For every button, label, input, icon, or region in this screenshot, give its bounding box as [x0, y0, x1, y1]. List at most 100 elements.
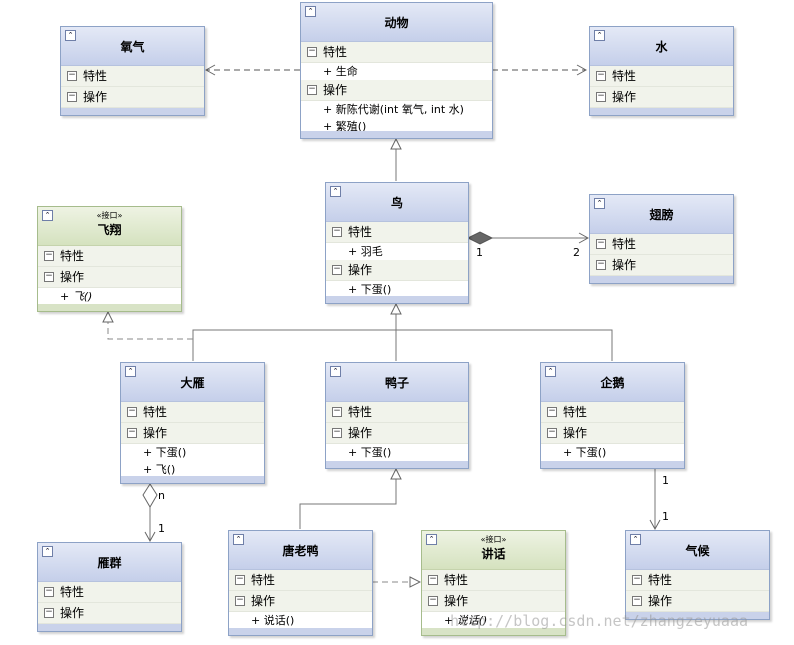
collapse-minus-icon[interactable]: −: [332, 264, 342, 275]
class-name: 企鹅: [600, 376, 625, 390]
attributes-section[interactable]: −特性: [38, 246, 181, 267]
operations-section[interactable]: −操作: [61, 87, 204, 108]
attributes-section[interactable]: −特性: [326, 402, 468, 423]
collapse-icon[interactable]: ⌃: [42, 210, 53, 221]
multiplicity-goose-end: n: [158, 489, 165, 502]
class-flock[interactable]: ⌃ 雁群 −特性 −操作: [37, 542, 182, 632]
attributes-section[interactable]: −特性: [38, 582, 181, 603]
interface-fly[interactable]: ⌃«接口»飞翔 −特性 −操作 + 飞(): [37, 206, 182, 312]
operations-section[interactable]: −操作: [326, 260, 468, 281]
attributes-section[interactable]: −特性: [61, 66, 204, 87]
collapse-minus-icon[interactable]: −: [44, 271, 54, 282]
collapse-minus-icon[interactable]: −: [596, 91, 606, 102]
collapse-minus-icon[interactable]: −: [547, 406, 557, 417]
attributes-section[interactable]: −特性: [422, 570, 565, 591]
operations-section[interactable]: −操作: [541, 423, 684, 444]
collapse-minus-icon[interactable]: −: [428, 574, 438, 585]
operation-item[interactable]: + 下蛋(): [326, 281, 468, 298]
class-water[interactable]: ⌃水 −特性 −操作: [589, 26, 734, 116]
interface-speak[interactable]: ⌃«接口»讲话 −特性 −操作 + 说话(): [421, 530, 566, 636]
collapse-icon[interactable]: ⌃: [65, 30, 76, 41]
class-duck[interactable]: ⌃鸭子 −特性 −操作 + 下蛋(): [325, 362, 469, 469]
collapse-minus-icon[interactable]: −: [596, 238, 606, 249]
attributes-section[interactable]: −特性: [301, 42, 492, 63]
class-oxygen[interactable]: ⌃氧气 −特性 −操作: [60, 26, 205, 116]
class-goose[interactable]: ⌃大雁 −特性 −操作 + 下蛋() + 飞(): [120, 362, 265, 484]
collapse-icon[interactable]: ⌃: [545, 366, 556, 377]
class-name: 翅膀: [649, 208, 674, 222]
class-name: 气候: [685, 544, 710, 558]
collapse-minus-icon[interactable]: −: [67, 70, 77, 81]
operations-section[interactable]: −操作: [626, 591, 769, 612]
collapse-minus-icon[interactable]: −: [332, 406, 342, 417]
collapse-icon[interactable]: ⌃: [42, 546, 53, 557]
collapse-minus-icon[interactable]: −: [235, 595, 245, 606]
collapse-minus-icon[interactable]: −: [596, 70, 606, 81]
collapse-minus-icon[interactable]: −: [235, 574, 245, 585]
collapse-minus-icon[interactable]: −: [632, 595, 642, 606]
attributes-section[interactable]: −特性: [626, 570, 769, 591]
class-animal[interactable]: ⌃动物 −特性 + 生命 −操作 + 新陈代谢(int 氧气, int 水) +…: [300, 2, 493, 139]
collapse-icon[interactable]: ⌃: [233, 534, 244, 545]
operations-section[interactable]: −操作: [422, 591, 565, 612]
attributes-section[interactable]: −特性: [121, 402, 264, 423]
collapse-minus-icon[interactable]: −: [44, 607, 54, 618]
class-bird[interactable]: ⌃鸟 −特性 + 羽毛 −操作 + 下蛋(): [325, 182, 469, 304]
operations-section[interactable]: −操作: [38, 267, 181, 288]
operations-section[interactable]: −操作: [326, 423, 468, 444]
collapse-minus-icon[interactable]: −: [332, 226, 342, 237]
collapse-icon[interactable]: ⌃: [330, 366, 341, 377]
operation-item[interactable]: + 说话(): [422, 612, 565, 629]
collapse-minus-icon[interactable]: −: [307, 84, 317, 95]
operations-section[interactable]: −操作: [590, 87, 733, 108]
collapse-minus-icon[interactable]: −: [67, 91, 77, 102]
realization-goose-fly: [108, 312, 193, 340]
class-penguin[interactable]: ⌃ 企鹅 −特性 −操作 + 下蛋(): [540, 362, 685, 469]
collapse-minus-icon[interactable]: −: [547, 427, 557, 438]
attributes-section[interactable]: −特性: [326, 222, 468, 243]
collapse-minus-icon[interactable]: −: [596, 259, 606, 270]
operations-section[interactable]: −操作: [301, 80, 492, 101]
collapse-icon[interactable]: ⌃: [305, 6, 316, 17]
collapse-icon[interactable]: ⌃: [426, 534, 437, 545]
collapse-minus-icon[interactable]: −: [428, 595, 438, 606]
collapse-minus-icon[interactable]: −: [127, 427, 137, 438]
operations-section[interactable]: −操作: [38, 603, 181, 624]
attributes-section[interactable]: −特性: [590, 234, 733, 255]
class-climate[interactable]: ⌃ 气候 −特性 −操作: [625, 530, 770, 620]
operation-item[interactable]: + 飞(): [121, 461, 264, 478]
collapse-icon[interactable]: ⌃: [330, 186, 341, 197]
class-name: 讲话: [481, 547, 506, 561]
operation-item[interactable]: + 说话(): [229, 612, 372, 629]
operation-item[interactable]: + 繁殖(): [301, 118, 492, 135]
operation-item[interactable]: + 飞(): [38, 288, 181, 305]
collapse-icon[interactable]: ⌃: [594, 30, 605, 41]
collapse-minus-icon[interactable]: −: [44, 586, 54, 597]
collapse-minus-icon[interactable]: −: [307, 46, 317, 57]
operation-item[interactable]: + 下蛋(): [326, 444, 468, 461]
multiplicity-climate-end: 1: [662, 510, 669, 523]
attribute-item[interactable]: + 羽毛: [326, 243, 468, 260]
operations-section[interactable]: −操作: [590, 255, 733, 276]
operation-item[interactable]: + 下蛋(): [121, 444, 264, 461]
collapse-icon[interactable]: ⌃: [594, 198, 605, 209]
class-tanglaoya[interactable]: ⌃唐老鸭 −特性 −操作 + 说话(): [228, 530, 373, 636]
collapse-icon[interactable]: ⌃: [630, 534, 641, 545]
collapse-minus-icon[interactable]: −: [332, 427, 342, 438]
class-wing[interactable]: ⌃ 翅膀 −特性 −操作: [589, 194, 734, 284]
attributes-section[interactable]: −特性: [590, 66, 733, 87]
collapse-minus-icon[interactable]: −: [632, 574, 642, 585]
attributes-section[interactable]: −特性: [229, 570, 372, 591]
operation-item[interactable]: + 下蛋(): [541, 444, 684, 461]
operations-section[interactable]: −操作: [229, 591, 372, 612]
collapse-minus-icon[interactable]: −: [44, 250, 54, 261]
attribute-item[interactable]: + 生命: [301, 63, 492, 80]
collapse-minus-icon[interactable]: −: [127, 406, 137, 417]
class-name: 雁群: [97, 556, 122, 570]
class-header: ⌃鸭子: [326, 363, 468, 402]
attributes-section[interactable]: −特性: [541, 402, 684, 423]
operations-section[interactable]: −操作: [121, 423, 264, 444]
operation-item[interactable]: + 新陈代谢(int 氧气, int 水): [301, 101, 492, 118]
collapse-icon[interactable]: ⌃: [125, 366, 136, 377]
